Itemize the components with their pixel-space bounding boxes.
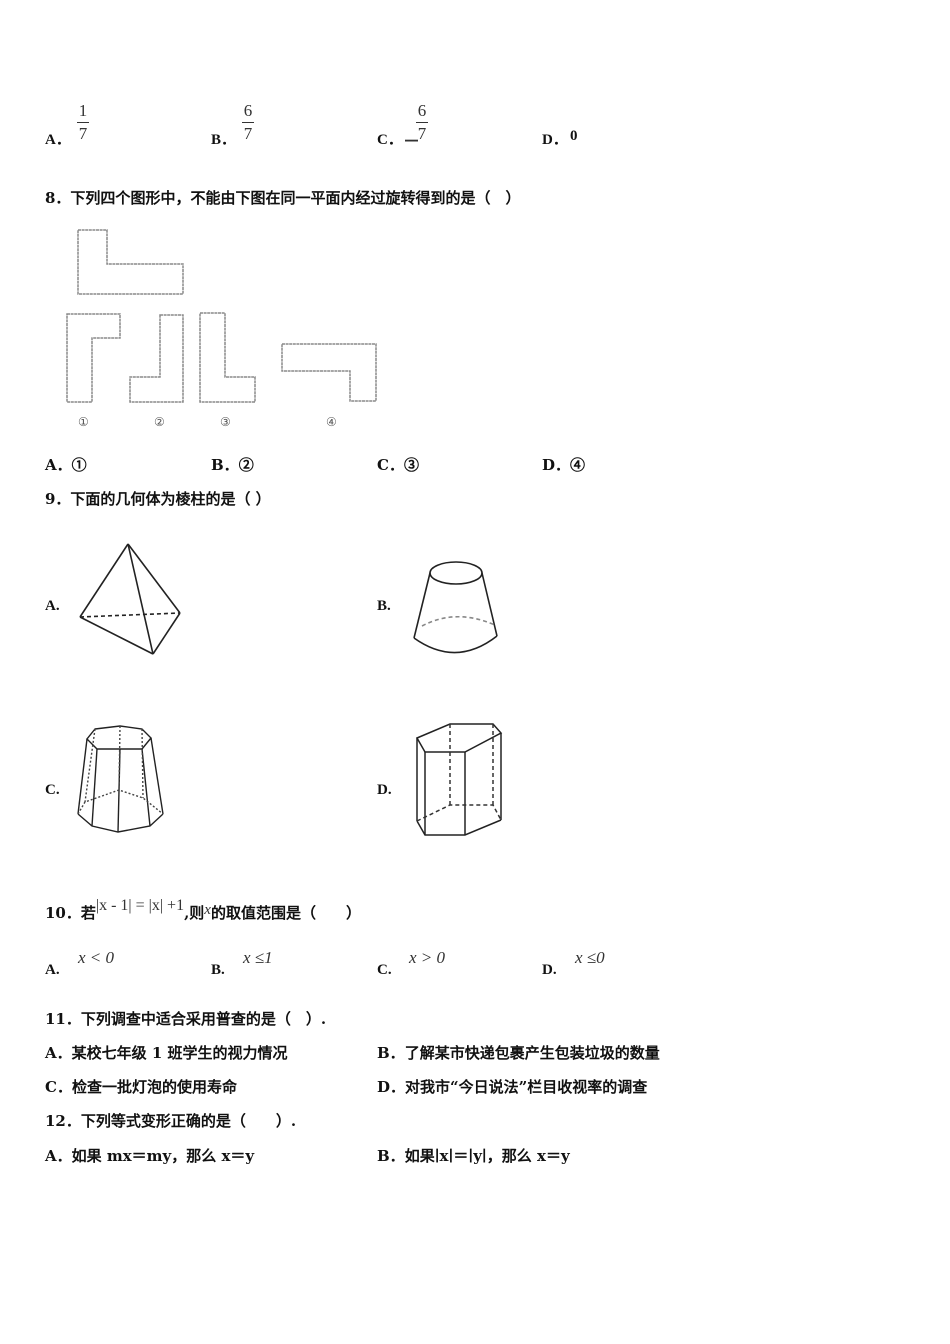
q7-option-a-fraction: 1 7: [77, 102, 89, 143]
q11-option-c: C．检查一批灯泡的使用寿命: [45, 1076, 237, 1097]
option-label: B．: [377, 1044, 405, 1062]
option-value: ③: [403, 456, 419, 474]
option-label: A．: [45, 1147, 72, 1165]
q10-stem: 10．若|x - 1| = |x| +1,则x的取值范围是（ ）: [45, 897, 361, 923]
q9-option-b-label: B.: [377, 598, 391, 614]
option-text: 了解某市快递包裹产生包装垃圾的数量: [404, 1044, 660, 1062]
q11-option-a: A．某校七年级 1 班学生的视力情况: [45, 1042, 288, 1063]
figure-3-shape: [199, 312, 256, 403]
q10-option-b-value: x ≤1: [243, 948, 273, 967]
q10-stem-middle: ,则: [184, 904, 205, 922]
q9-option-c-label: C.: [45, 782, 60, 798]
denominator: 7: [417, 124, 427, 143]
fraction-bar: [416, 122, 428, 123]
q7-option-d-value: 0: [570, 128, 578, 144]
q8-option-a: A．①: [45, 454, 87, 475]
figure-label-2: ②: [154, 415, 165, 429]
option-text: 如果 mx＝my，那么 x＝y: [71, 1147, 255, 1165]
q10-option-c-value: x > 0: [409, 948, 446, 967]
q12-option-b: B．如果∣x∣＝∣y∣，那么 x＝y: [377, 1145, 570, 1166]
q10-stem-prefix: 10．若: [45, 904, 96, 922]
denominator: 7: [78, 124, 88, 143]
q9-stem: 9．下面的几何体为棱柱的是（ ）: [45, 490, 271, 508]
option-label: C．: [377, 456, 404, 474]
q7-option-c-fraction: 6 7: [416, 102, 428, 143]
option-text: 检查一批灯泡的使用寿命: [71, 1078, 237, 1096]
fraction-bar: [77, 122, 89, 123]
q7-option-c-sign: －: [403, 132, 420, 151]
q8-option-d: D．④: [542, 454, 585, 475]
q10-option-d-value: x ≤0: [575, 948, 605, 967]
q9-option-a-label: A.: [45, 598, 60, 614]
reference-shape: [77, 229, 184, 295]
figure-label-3: ③: [220, 415, 231, 429]
q10-equation: |x - 1| = |x| +1: [95, 897, 185, 914]
option-text: 某校七年级 1 班学生的视力情况: [71, 1044, 288, 1062]
q8-option-c: C．③: [377, 454, 419, 475]
q7-option-c-label: C．: [377, 132, 403, 148]
figure-4-shape: [281, 343, 377, 402]
option-label: A．: [45, 1044, 72, 1062]
option-label: D．: [377, 1078, 406, 1096]
q10-option-a-value: x < 0: [78, 948, 115, 967]
numerator: 1: [78, 101, 88, 120]
option-label: D．: [542, 456, 571, 474]
q7-option-b-label: B．: [211, 132, 237, 148]
q12-stem: 12．下列等式变形正确的是（ ）.: [45, 1112, 297, 1130]
option-label: B．: [211, 456, 239, 474]
option-label: B．: [377, 1147, 405, 1165]
q11-option-b: B．了解某市快递包裹产生包装垃圾的数量: [377, 1042, 660, 1063]
option-text: 对我市“今日说法”栏目收视率的调查: [405, 1078, 648, 1096]
q10-variable: x: [204, 902, 211, 918]
option-label: A．: [45, 456, 72, 474]
q8-stem: 8．下列四个图形中，不能由下图在同一平面内经过旋转得到的是（ ）: [45, 189, 521, 207]
q10-option-c-label: C.: [377, 962, 392, 978]
option-value: ④: [570, 456, 586, 474]
option-value: ②: [238, 456, 254, 474]
q7-option-d-label: D．: [542, 132, 568, 148]
figure-label-1: ①: [78, 415, 89, 429]
denominator: 7: [243, 124, 253, 143]
fraction-bar: [242, 122, 254, 123]
option-label: C．: [45, 1078, 72, 1096]
q10-option-b-label: B.: [211, 962, 225, 978]
q12-option-a: A．如果 mx＝my，那么 x＝y: [45, 1145, 254, 1166]
q7-option-a-label: A．: [45, 132, 71, 148]
q10-option-d-label: D.: [542, 962, 557, 978]
figure-2-shape: [129, 314, 184, 403]
q9-option-d-label: D.: [377, 782, 392, 798]
numerator: 6: [243, 101, 253, 120]
figure-1-shape: [66, 313, 121, 403]
q7-option-b-fraction: 6 7: [242, 102, 254, 143]
q11-stem: 11．下列调查中适合采用普查的是（ ）.: [45, 1010, 327, 1028]
option-text: 如果∣x∣＝∣y∣，那么 x＝y: [404, 1147, 570, 1165]
q11-option-d: D．对我市“今日说法”栏目收视率的调查: [377, 1076, 647, 1097]
q8-option-b: B．②: [211, 454, 254, 475]
q10-stem-suffix: 的取值范围是（ ）: [210, 904, 361, 922]
q8-reference-l-shape: [66, 229, 377, 403]
option-value: ①: [71, 456, 87, 474]
q10-option-a-label: A.: [45, 962, 60, 978]
numerator: 6: [417, 101, 427, 120]
figure-label-4: ④: [326, 415, 337, 429]
